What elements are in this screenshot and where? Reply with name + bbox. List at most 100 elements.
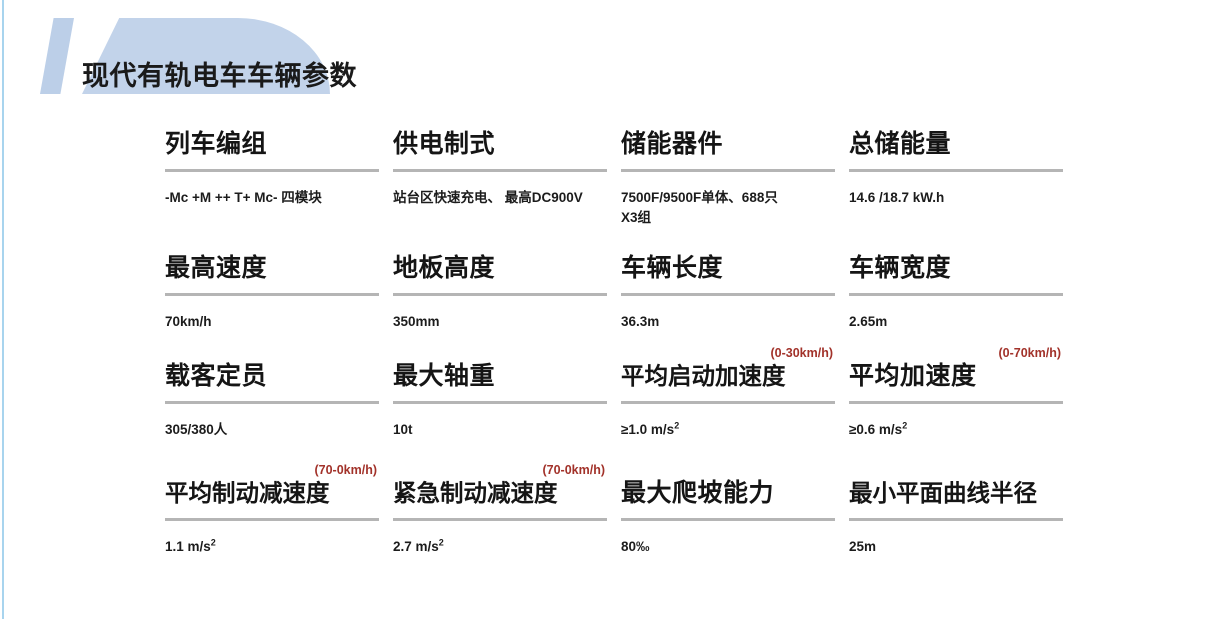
param-value: 站台区快速充电、 最高DC900V	[393, 190, 583, 205]
param-underline	[621, 401, 835, 404]
param-cell-max-speed: 最高速度 70km/h	[165, 236, 379, 344]
param-value-text: 1.1 m/s	[165, 539, 211, 554]
param-underline	[849, 293, 1063, 296]
param-title: 紧急制动减速度	[393, 480, 558, 506]
param-cell-floor-height: 地板高度 350mm	[393, 236, 607, 344]
parameter-grid: 列车编组 -Mc +M ++ T+ Mc- 四模块 供电制式 站台区快速充电、 …	[165, 112, 1095, 571]
param-value: ≥1.0 m/s2	[621, 420, 835, 440]
param-note-slot: (70-0km/h)	[393, 461, 607, 478]
page-title: 现代有轨电车车辆参数	[82, 61, 357, 91]
param-underline	[849, 518, 1063, 521]
param-underline	[621, 518, 835, 521]
param-note-slot	[849, 461, 1063, 478]
param-cell-avg-braking-deceleration: (70-0km/h) 平均制动减速度 1.1 m/s2	[165, 461, 379, 571]
param-cell-max-gradient: 最大爬坡能力 80‰	[621, 461, 835, 571]
param-title: 车辆宽度	[849, 254, 952, 282]
param-underline	[165, 518, 379, 521]
param-underline	[849, 169, 1063, 172]
param-title: 车辆长度	[621, 254, 724, 282]
param-note: (70-0km/h)	[542, 463, 605, 477]
param-title: 最小平面曲线半径	[849, 480, 1037, 506]
param-cell-emergency-braking-deceleration: (70-0km/h) 紧急制动减速度 2.7 m/s2	[393, 461, 607, 571]
param-value: 25m	[849, 539, 877, 554]
param-cell-avg-starting-acceleration: (0-30km/h) 平均启动加速度 ≥1.0 m/s2	[621, 344, 835, 461]
param-note-slot	[621, 461, 835, 478]
param-title: 平均制动减速度	[165, 480, 330, 506]
param-value-exponent: 2	[674, 420, 680, 431]
param-note: (0-70km/h)	[998, 346, 1061, 360]
param-value: 14.6 /18.7 kW.h	[849, 190, 945, 205]
param-underline	[165, 169, 379, 172]
param-value: -Mc +M ++ T+ Mc- 四模块	[165, 190, 322, 205]
param-cell-avg-acceleration: (0-70km/h) 平均加速度 ≥0.6 m/s2	[849, 344, 1063, 461]
param-value: 36.3m	[621, 314, 660, 329]
param-value: 2.7 m/s2	[393, 537, 607, 557]
param-note-slot: (70-0km/h)	[165, 461, 379, 478]
param-title: 最高速度	[165, 254, 268, 282]
param-underline	[393, 293, 607, 296]
param-note-slot	[165, 236, 379, 253]
parameter-row: (70-0km/h) 平均制动减速度 1.1 m/s2 (70-0km/h) 紧…	[165, 461, 1095, 571]
param-value: 305/380人	[165, 422, 228, 437]
param-note-slot	[393, 344, 607, 361]
param-underline	[393, 169, 607, 172]
param-title: 列车编组	[165, 130, 268, 158]
param-cell-energy-storage-device: 储能器件 7500F/9500F单体、688只 X3组	[621, 112, 835, 236]
param-underline	[165, 401, 379, 404]
banner-body-shape	[82, 18, 330, 94]
param-note-slot: (0-70km/h)	[849, 344, 1063, 361]
param-title: 平均启动加速度	[621, 363, 786, 389]
param-title: 储能器件	[621, 130, 724, 158]
param-value-exponent: 2	[438, 537, 444, 548]
param-underline	[621, 293, 835, 296]
param-note-slot	[621, 112, 835, 129]
param-note-slot	[849, 112, 1063, 129]
param-cell-max-axle-load: 最大轴重 10t	[393, 344, 607, 461]
param-value: 70km/h	[165, 314, 212, 329]
param-title: 最大爬坡能力	[621, 479, 775, 507]
param-note-slot	[849, 236, 1063, 253]
param-value-text: ≥1.0 m/s	[621, 422, 675, 437]
parameter-row: 列车编组 -Mc +M ++ T+ Mc- 四模块 供电制式 站台区快速充电、 …	[165, 112, 1095, 236]
param-underline	[621, 169, 835, 172]
param-value-text: 2.7 m/s	[393, 539, 439, 554]
param-note: (70-0km/h)	[314, 463, 377, 477]
param-value: 1.1 m/s2	[165, 537, 379, 557]
param-underline	[165, 293, 379, 296]
param-value: 350mm	[393, 314, 440, 329]
param-underline	[393, 518, 607, 521]
param-title: 供电制式	[393, 130, 496, 158]
parameter-row: 最高速度 70km/h 地板高度 350mm 车辆长度 36.3m 车辆宽度	[165, 236, 1095, 344]
param-note-slot: (0-30km/h)	[621, 344, 835, 361]
param-title: 平均加速度	[849, 362, 977, 390]
param-value-text: ≥0.6 m/s	[849, 422, 903, 437]
param-note-slot	[393, 236, 607, 253]
param-value: 7500F/9500F单体、688只 X3组	[621, 190, 778, 225]
param-cell-vehicle-width: 车辆宽度 2.65m	[849, 236, 1063, 344]
param-note-slot	[621, 236, 835, 253]
param-cell-min-curve-radius: 最小平面曲线半径 25m	[849, 461, 1063, 571]
param-value: 2.65m	[849, 314, 888, 329]
param-cell-vehicle-length: 车辆长度 36.3m	[621, 236, 835, 344]
param-title: 总储能量	[849, 130, 952, 158]
param-underline	[393, 401, 607, 404]
param-title: 地板高度	[393, 254, 496, 282]
left-edge-accent-rule	[2, 0, 4, 619]
param-note-slot	[165, 344, 379, 361]
param-note: (0-30km/h)	[770, 346, 833, 360]
title-banner: 现代有轨电车车辆参数	[40, 18, 357, 94]
param-cell-passenger-capacity: 载客定员 305/380人	[165, 344, 379, 461]
param-value: ≥0.6 m/s2	[849, 420, 1063, 440]
param-cell-train-formation: 列车编组 -Mc +M ++ T+ Mc- 四模块	[165, 112, 379, 236]
param-note-slot	[165, 112, 379, 129]
param-title: 载客定员	[165, 362, 268, 390]
param-cell-power-supply: 供电制式 站台区快速充电、 最高DC900V	[393, 112, 607, 236]
param-value: 80‰	[621, 539, 650, 554]
param-cell-total-energy: 总储能量 14.6 /18.7 kW.h	[849, 112, 1063, 236]
param-underline	[849, 401, 1063, 404]
parameter-row: 载客定员 305/380人 最大轴重 10t (0-30km/h) 平均启动加速…	[165, 344, 1095, 461]
param-note-slot	[393, 112, 607, 129]
param-value-exponent: 2	[210, 537, 216, 548]
param-value-exponent: 2	[902, 420, 908, 431]
